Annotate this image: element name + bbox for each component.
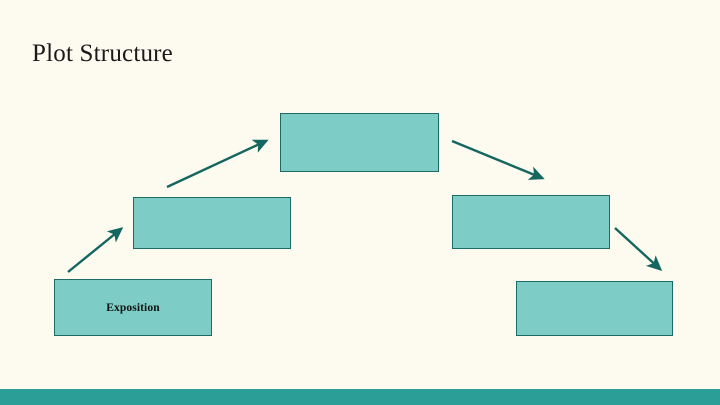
page-title: Plot Structure — [32, 40, 173, 67]
stage-box-resolution[interactable] — [516, 281, 673, 336]
stage-box-rising-action[interactable] — [133, 197, 291, 249]
arrow-climax-to-falling — [451, 139, 545, 180]
stage-label-exposition: Exposition — [106, 301, 160, 314]
stage-box-falling-action[interactable] — [452, 195, 610, 249]
arrow-falling-to-resolution — [614, 227, 663, 271]
arrow-exposition-to-rising — [67, 227, 124, 273]
slide-accent-bar — [0, 389, 720, 405]
arrow-rising-to-climax — [166, 139, 269, 189]
stage-box-exposition[interactable]: Exposition — [54, 279, 212, 336]
stage-box-climax[interactable] — [280, 113, 439, 172]
